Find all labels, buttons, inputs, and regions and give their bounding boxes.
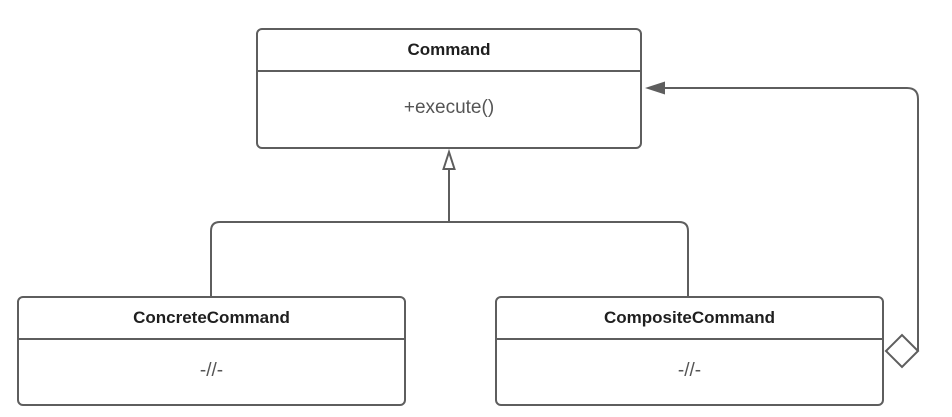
command-class-method: +execute() bbox=[403, 97, 495, 118]
aggregation-line bbox=[664, 87, 919, 351]
composite-command-class-member: -//- bbox=[677, 360, 702, 381]
composite-command-class-box: CompositeCommand -//- bbox=[495, 296, 884, 406]
generalization-line-composite bbox=[449, 221, 689, 298]
aggregation-arrowhead-icon bbox=[645, 81, 665, 95]
concrete-command-class-member: -//- bbox=[199, 360, 224, 381]
generalization-line-concrete bbox=[210, 169, 450, 298]
concrete-command-class-name: ConcreteCommand bbox=[19, 298, 404, 340]
concrete-command-class-box: ConcreteCommand -//- bbox=[17, 296, 406, 406]
generalization-arrowhead-icon bbox=[442, 148, 456, 170]
aggregation-diamond-icon bbox=[884, 333, 920, 369]
composite-command-class-name: CompositeCommand bbox=[497, 298, 882, 340]
command-class-name: Command bbox=[258, 30, 640, 72]
command-class-box: Command +execute() bbox=[256, 28, 642, 149]
